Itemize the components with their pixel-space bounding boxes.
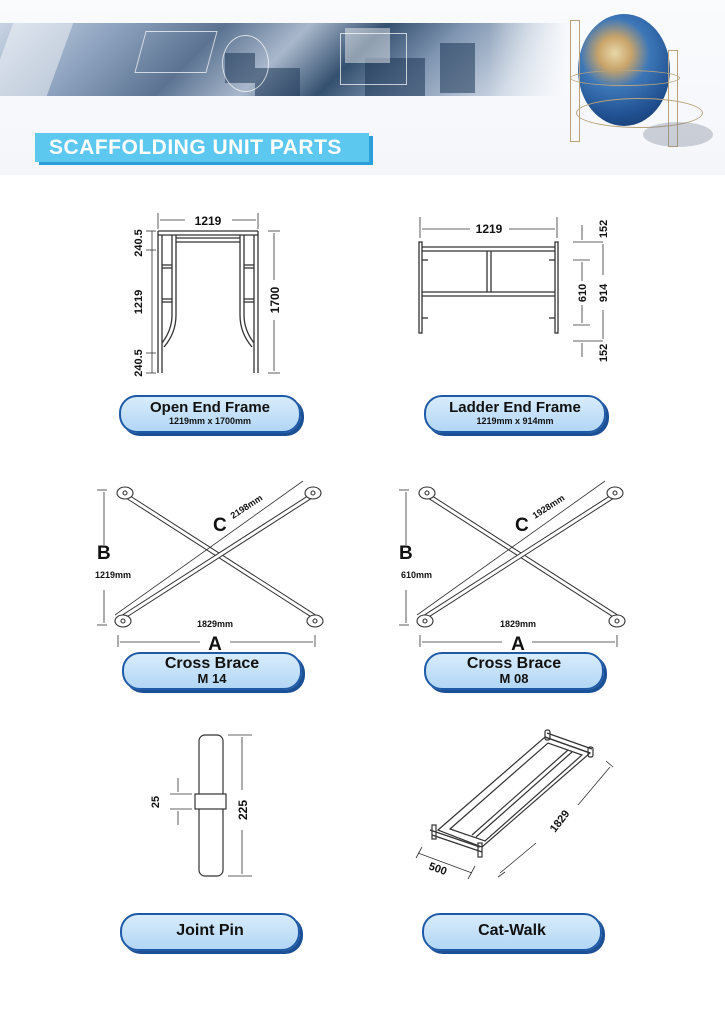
svg-text:B: B	[399, 543, 413, 564]
width-dimension: 1219	[195, 214, 222, 228]
svg-text:1829: 1829	[548, 808, 573, 835]
header-banner: SCAFFOLDING UNIT PARTS	[0, 0, 725, 175]
svg-text:1829mm: 1829mm	[500, 619, 536, 629]
svg-text:225: 225	[236, 800, 250, 820]
svg-text:A: A	[208, 634, 222, 655]
svg-text:914: 914	[598, 283, 610, 302]
svg-text:1700: 1700	[268, 286, 282, 313]
joint-pin-label: Joint Pin	[120, 913, 300, 951]
svg-text:152: 152	[598, 344, 610, 362]
svg-text:A: A	[511, 634, 525, 655]
open-end-frame-drawing: 1219 240.5 1219 240.5 1700	[133, 213, 282, 377]
svg-text:1219: 1219	[133, 290, 145, 314]
page-title-box: SCAFFOLDING UNIT PARTS	[35, 133, 369, 162]
joint-pin-drawing: 25 225	[150, 734, 252, 877]
cat-walk-drawing: 500 1829	[415, 729, 614, 880]
svg-text:1829mm: 1829mm	[197, 619, 233, 629]
cat-walk-label: Cat-Walk	[422, 913, 602, 951]
svg-text:1219: 1219	[476, 222, 503, 236]
ladder-end-frame-drawing: 1219 152 610 914 152	[418, 217, 610, 362]
svg-text:C: C	[515, 515, 529, 536]
cross-brace-m08-drawing: B 610mm C 1928mm 1829mm A	[399, 480, 626, 655]
svg-text:1219mm: 1219mm	[95, 570, 131, 580]
svg-text:152: 152	[598, 220, 610, 238]
cross-brace-m14-drawing: B 1219mm C 2198mm 1829mm A	[95, 480, 324, 655]
page-title: SCAFFOLDING UNIT PARTS	[49, 136, 342, 159]
svg-text:B: B	[97, 543, 111, 564]
globe-scaffolding-image	[548, 10, 718, 165]
cross-brace-m14-label: Cross Brace M 14	[122, 652, 302, 690]
svg-text:1928mm: 1928mm	[531, 493, 567, 521]
svg-text:25: 25	[150, 796, 162, 808]
svg-text:610mm: 610mm	[401, 570, 432, 580]
ladder-end-frame-label: Ladder End Frame 1219mm x 914mm	[424, 395, 606, 433]
svg-text:240.5: 240.5	[133, 229, 145, 257]
open-end-frame-label: Open End Frame 1219mm x 1700mm	[119, 395, 301, 433]
svg-text:2198mm: 2198mm	[229, 493, 265, 521]
svg-text:500: 500	[427, 861, 448, 879]
svg-text:610: 610	[577, 284, 589, 302]
banner-image	[0, 23, 575, 96]
svg-text:C: C	[213, 515, 227, 536]
svg-text:240.5: 240.5	[133, 349, 145, 377]
cross-brace-m08-label: Cross Brace M 08	[424, 652, 604, 690]
